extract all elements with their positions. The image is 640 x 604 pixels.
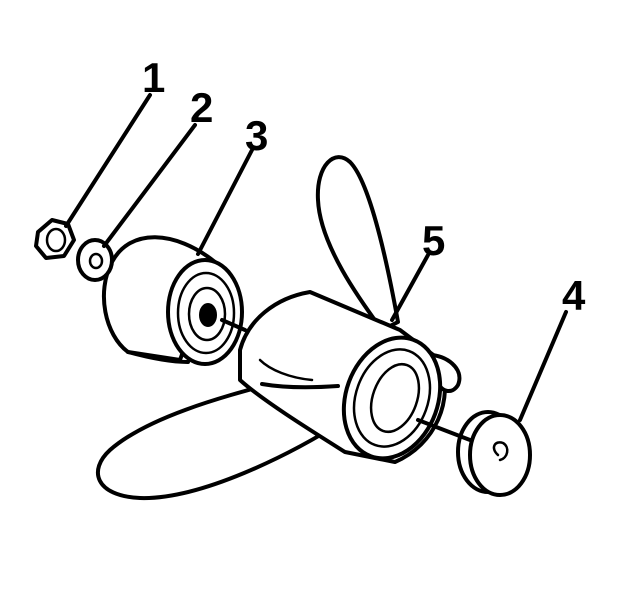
washer (76, 238, 114, 282)
nut-body (34, 218, 76, 260)
nut-hole (45, 227, 67, 253)
leader-line-1 (64, 93, 152, 228)
thrust-washer-hole (492, 441, 509, 462)
washer-hole (88, 252, 104, 270)
thrust-hub (101, 235, 244, 366)
propeller-hub-contour (258, 358, 314, 382)
thrust-hub-bore (199, 303, 217, 327)
propeller-hub-rim-inner (352, 348, 432, 448)
nut (34, 218, 76, 260)
thrust-hub-face-mid (176, 271, 236, 355)
thrust-washer-front (468, 413, 532, 497)
thrust-hub-face-inner (187, 286, 227, 342)
leader-line-4 (518, 310, 568, 422)
propeller-hub-shading (260, 382, 340, 390)
callout-2: 2 (190, 84, 213, 131)
propeller (95, 155, 462, 501)
callout-3: 3 (245, 112, 268, 159)
leader-line-3 (196, 148, 254, 256)
thrust-washer (456, 410, 532, 497)
thrust-hub-edge (126, 350, 190, 364)
washer-body (76, 238, 114, 282)
propeller-upper-blade (315, 155, 400, 332)
callout-5: 5 (422, 217, 445, 264)
shaft-line-front (220, 318, 247, 332)
callout-1: 1 (142, 54, 165, 101)
shaft-line-rear (416, 418, 472, 442)
leader-line-2 (102, 123, 197, 248)
leader-line-5 (390, 253, 430, 322)
propeller-hub-bore (369, 363, 421, 433)
callout-4: 4 (562, 272, 586, 319)
